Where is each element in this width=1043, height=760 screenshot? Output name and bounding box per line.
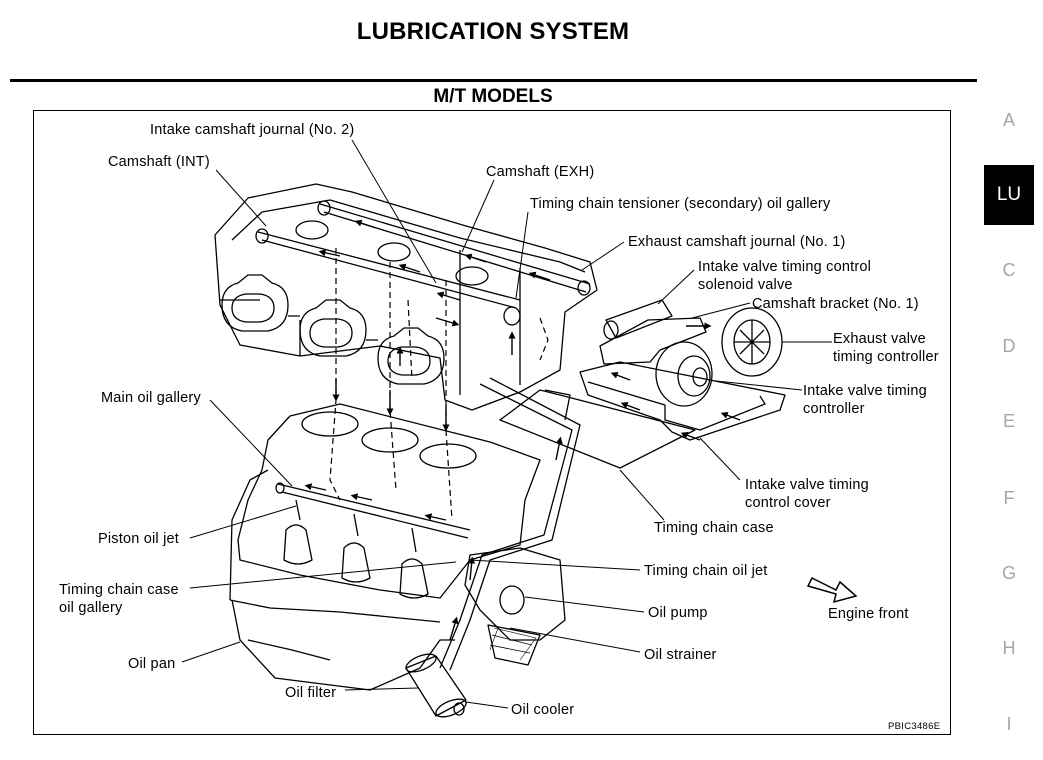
intake-ports <box>221 274 445 385</box>
label-oil-pan: Oil pan <box>128 656 176 672</box>
dashed-oil-passages <box>329 248 549 521</box>
leader-lines <box>181 139 832 709</box>
label-exhaust-vtc-line1: Exhaust valve <box>833 331 926 347</box>
side-tab-d[interactable]: D <box>1002 336 1016 356</box>
side-tab-a[interactable]: A <box>1002 110 1015 130</box>
label-engine-front: Engine front <box>828 606 909 622</box>
cylinder-block <box>229 403 541 623</box>
label-exhaust-vtc-line2: timing controller <box>833 349 939 365</box>
diagram-frame <box>33 110 951 735</box>
title-divider <box>10 79 977 82</box>
side-tab-c[interactable]: C <box>1002 260 1016 280</box>
camshafts <box>255 200 591 326</box>
label-main-oil-gallery: Main oil gallery <box>101 390 201 406</box>
side-tab-e[interactable]: E <box>1002 411 1015 431</box>
label-ivt-solenoid-line2: solenoid valve <box>698 277 793 293</box>
cylinder-head <box>214 183 598 411</box>
oil-pump-body <box>464 547 566 666</box>
label-intake-vtc-line2: controller <box>803 401 865 417</box>
side-tab-h[interactable]: H <box>1002 638 1016 658</box>
label-piston-oil-jet: Piston oil jet <box>98 531 179 547</box>
label-camshaft-exh: Camshaft (EXH) <box>486 164 595 180</box>
label-camshaft-int: Camshaft (INT) <box>108 154 210 170</box>
crank-and-pistons <box>283 499 429 599</box>
timing-chain-case <box>499 361 786 469</box>
label-tcc-gallery-line2: oil gallery <box>59 600 123 616</box>
label-oil-strainer: Oil strainer <box>644 647 717 663</box>
oil-filter-shape <box>405 653 467 718</box>
engine-front-arrow <box>806 576 858 604</box>
valve-timing-components <box>599 299 783 407</box>
oil-gallery-tube <box>439 377 581 671</box>
side-tab-g[interactable]: G <box>1001 563 1016 583</box>
label-oil-cooler: Oil cooler <box>511 702 575 718</box>
figure-code: PBIC3486E <box>888 721 941 732</box>
label-timing-chain-oil-jet: Timing chain oil jet <box>644 563 768 579</box>
label-ivt-cover-line1: Intake valve timing <box>745 477 869 493</box>
label-ivt-solenoid-line1: Intake valve timing control <box>698 259 872 275</box>
label-oil-filter: Oil filter <box>285 685 337 701</box>
label-oil-pump: Oil pump <box>648 605 708 621</box>
label-timing-chain-case: Timing chain case <box>654 520 774 536</box>
oil-pan-shape <box>231 599 455 691</box>
main-oil-gallery-pipe <box>275 482 471 539</box>
label-intake-vtc-line1: Intake valve timing <box>803 383 927 399</box>
label-ivt-cover-line2: control cover <box>745 495 831 511</box>
label-exhaust-camshaft-journal-no1: Exhaust camshaft journal (No. 1) <box>628 234 846 250</box>
oil-flow-arrows <box>304 219 741 641</box>
label-tcc-gallery-line1: Timing chain case <box>59 582 179 598</box>
label-camshaft-bracket-no1: Camshaft bracket (No. 1) <box>752 296 919 312</box>
section-title: M/T MODELS <box>433 86 553 107</box>
label-intake-camshaft-journal-no2: Intake camshaft journal (No. 2) <box>150 122 355 138</box>
page-title: LUBRICATION SYSTEM <box>356 18 630 45</box>
side-tab-f[interactable]: F <box>1003 488 1015 508</box>
label-tensioner-oil-gallery: Timing chain tensioner (secondary) oil g… <box>530 196 831 212</box>
side-tab-lu[interactable]: LU <box>984 165 1034 225</box>
side-tab-i[interactable]: I <box>1006 714 1012 734</box>
